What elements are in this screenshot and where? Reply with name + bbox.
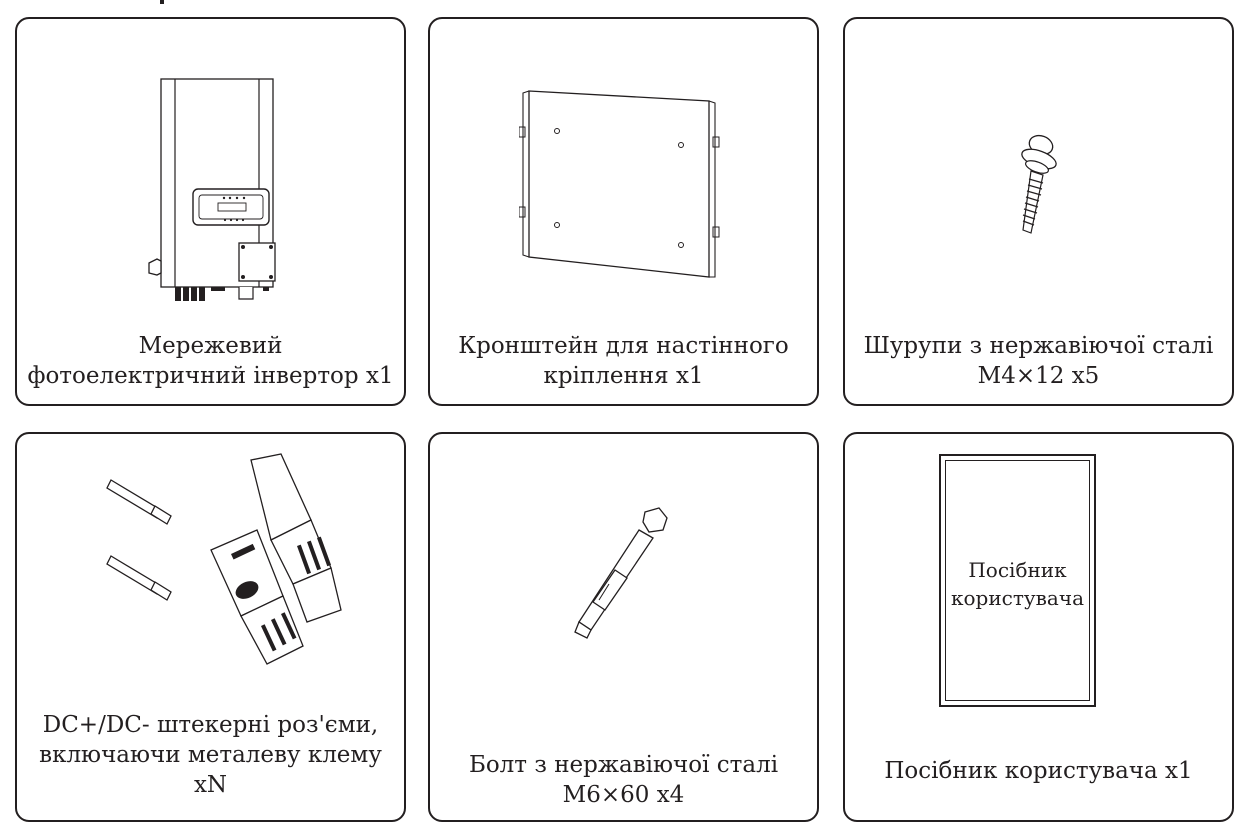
- item-caption: DC+/DC- штекерні роз'єми, включаючи мета…: [17, 710, 404, 800]
- caption-line: M4×12 x5: [977, 363, 1100, 389]
- caption-line: xN: [193, 772, 228, 798]
- caption-line: DC+/DC- штекерні роз'єми,: [42, 712, 379, 738]
- package-item-inverter: Мережевий фотоелектричний інвертор x1: [15, 17, 406, 406]
- caption-line: кріплення x1: [543, 363, 704, 389]
- package-item-user-manual: Посібник користувача Посібник користувач…: [843, 432, 1234, 822]
- item-caption: Болт з нержавіючої сталі M6×60 x4: [430, 750, 817, 810]
- caption-line: Кронштейн для настінного: [458, 333, 789, 359]
- manual-cover-title: Посібник: [968, 558, 1067, 582]
- user-manual-icon: Посібник користувача: [939, 454, 1096, 707]
- caption-line: включаючи металеву клему: [39, 742, 382, 768]
- caption-line: фотоелектричний інвертор x1: [27, 363, 394, 389]
- package-item-bolts: Болт з нержавіючої сталі M6×60 x4: [428, 432, 819, 822]
- manual-cover-title: користувача: [950, 586, 1085, 610]
- item-caption: Мережевий фотоелектричний інвертор x1: [17, 331, 404, 391]
- item-caption: Шурупи з нержавіючої сталі M4×12 x5: [845, 331, 1232, 391]
- item-caption: Кронштейн для настінного кріплення x1: [430, 331, 817, 391]
- caption-line: Шурупи з нержавіючої сталі: [863, 333, 1214, 359]
- package-item-wall-bracket: Кронштейн для настінного кріплення x1: [428, 17, 819, 406]
- expansion-bolt-icon: [430, 504, 817, 644]
- caption-line: Мережевий: [138, 333, 283, 359]
- caption-line: Посібник користувача x1: [884, 758, 1193, 784]
- wall-bracket-icon: [430, 87, 817, 287]
- caption-line: M6×60 x4: [562, 782, 685, 808]
- cropped-heading-fragment: [160, 0, 164, 4]
- package-item-dc-connectors: DC+/DC- штекерні роз'єми, включаючи мета…: [15, 432, 406, 822]
- package-item-screws: Шурупи з нержавіючої сталі M4×12 x5: [843, 17, 1234, 406]
- screw-icon: [845, 133, 1232, 243]
- inverter-icon: [17, 77, 404, 307]
- dc-connector-icon: [17, 450, 404, 680]
- item-caption: Посібник користувача x1: [845, 756, 1232, 786]
- caption-line: Болт з нержавіючої сталі: [468, 752, 779, 778]
